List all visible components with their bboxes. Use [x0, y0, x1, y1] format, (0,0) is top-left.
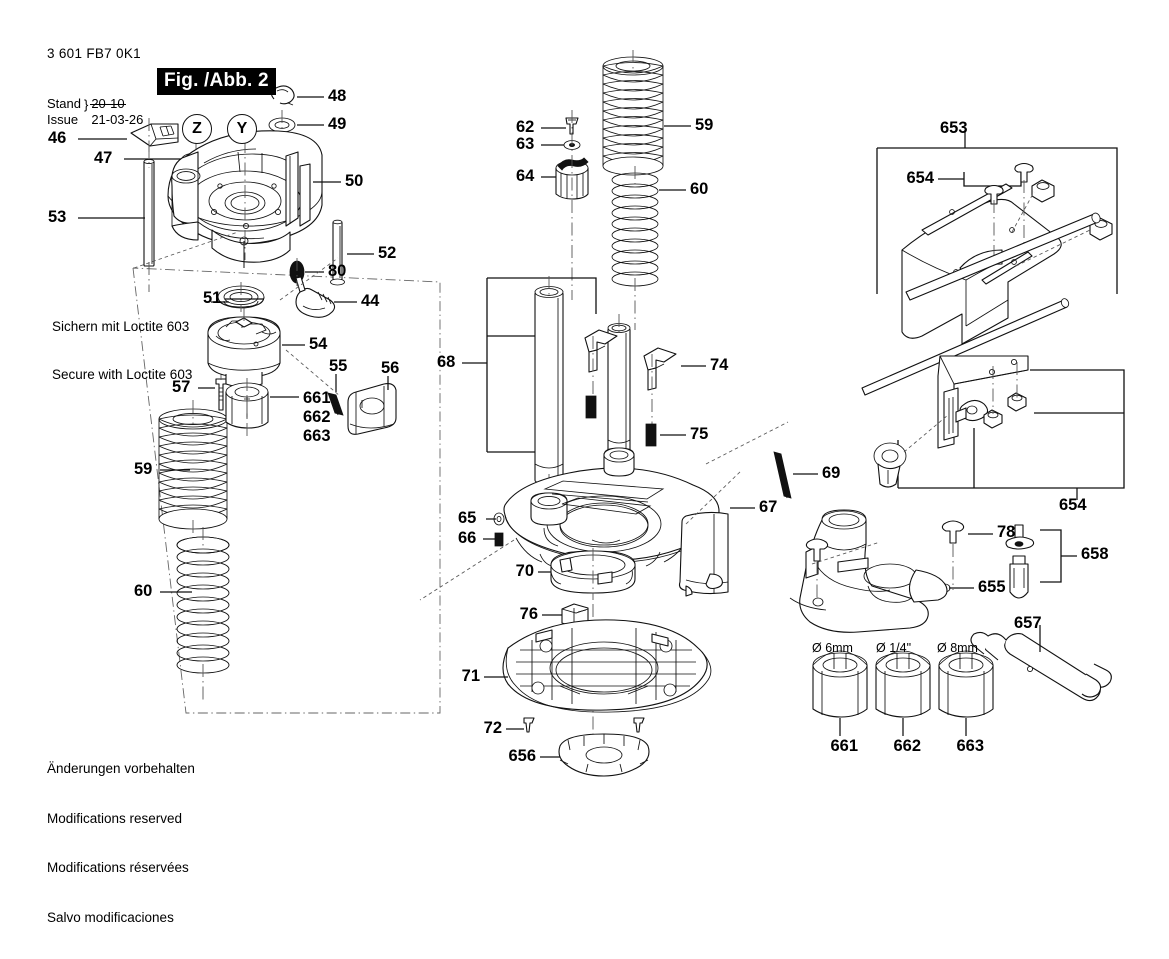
callout-47: 47: [94, 149, 113, 167]
callout-653: 653: [940, 119, 968, 137]
callout-65: 65: [458, 509, 477, 527]
callout-46: 46: [48, 129, 67, 147]
figure-badge: Fig. /Abb. 2: [157, 68, 276, 95]
revision-block: Stand } 20-10 Issue 21-03-26: [47, 66, 143, 157]
callout-60-right: 60: [690, 180, 709, 198]
callout-657: 657: [1014, 614, 1042, 632]
callout-71: 71: [461, 667, 480, 685]
callout-51: 51: [203, 289, 222, 307]
collet-dimension-662: Ø 1/4": [876, 641, 912, 655]
callout-59-left: 59: [134, 460, 153, 478]
callout-68: 68: [437, 353, 456, 371]
callout-78: 78: [997, 523, 1016, 541]
reference-letter-y: Y: [227, 114, 257, 144]
callout-49: 49: [328, 115, 347, 133]
callout-72: 72: [483, 719, 502, 737]
callout-64: 64: [516, 167, 535, 185]
callout-57: 57: [172, 378, 191, 396]
callout-662-left: 662: [303, 408, 331, 426]
loctite-note: Sichern mit Loctite 603 Secure with Loct…: [52, 287, 192, 415]
footer-line-fr: Modifications réservées: [47, 860, 189, 875]
callout-53: 53: [48, 208, 67, 226]
revision-date-struck: 20-10: [90, 96, 126, 111]
footer-line-de: Änderungen vorbehalten: [47, 761, 195, 776]
footer-line-en: Modifications reserved: [47, 810, 183, 826]
callout-60-left: 60: [134, 582, 153, 600]
callout-54: 54: [309, 335, 328, 353]
callout-663-left: 663: [303, 427, 331, 445]
callout-76: 76: [519, 605, 538, 623]
revision-label-de: Stand: [47, 96, 81, 111]
callout-662-bottom: 662: [893, 737, 921, 755]
callout-654-bottom: 654: [1059, 496, 1087, 514]
callout-63: 63: [516, 135, 535, 153]
callout-52: 52: [378, 244, 397, 262]
callout-655: 655: [978, 578, 1006, 596]
footer-note: Änderungen vorbehalten Modifications res…: [47, 728, 195, 959]
revision-label-en: Issue: [47, 111, 79, 127]
parts-diagram-sheet: .s{fill:none;stroke:#111;stroke-width:1.…: [47, 46, 1125, 925]
callout-44: 44: [361, 292, 380, 310]
callout-654-top: 654: [906, 169, 934, 187]
callout-74: 74: [710, 356, 729, 374]
collet-dimension-663: Ø 8mm: [937, 641, 978, 655]
footer-line-es: Salvo modificaciones: [47, 909, 174, 925]
callout-67: 67: [759, 498, 778, 516]
callout-661-bottom: 661: [830, 737, 858, 755]
callout-75: 75: [690, 425, 709, 443]
callout-658: 658: [1081, 545, 1109, 563]
callout-663-bottom: 663: [956, 737, 984, 755]
collet-dimension-661: Ø 6mm: [812, 641, 853, 655]
reference-letter-z: Z: [182, 114, 212, 144]
callout-55: 55: [329, 357, 348, 375]
callout-70: 70: [515, 562, 534, 580]
loctite-note-de: Sichern mit Loctite 603: [52, 319, 190, 334]
loctite-note-en: Secure with Loctite 603: [52, 367, 193, 382]
callout-48: 48: [328, 87, 347, 105]
callout-56: 56: [381, 359, 400, 377]
callout-66: 66: [458, 529, 477, 547]
callout-80: 80: [328, 262, 347, 280]
revision-date-current: 21-03-26: [91, 111, 144, 127]
callout-59-right: 59: [695, 116, 714, 134]
revision-brace: }: [83, 97, 89, 112]
callout-656: 656: [508, 747, 536, 765]
callout-661-left: 661: [303, 389, 331, 407]
exploded-view-artwork: .s{fill:none;stroke:#111;stroke-width:1.…: [78, 50, 1125, 777]
document-number: 3 601 FB7 0K1: [47, 46, 141, 61]
callout-62: 62: [516, 118, 535, 136]
callout-50: 50: [345, 172, 364, 190]
callout-69: 69: [822, 464, 841, 482]
